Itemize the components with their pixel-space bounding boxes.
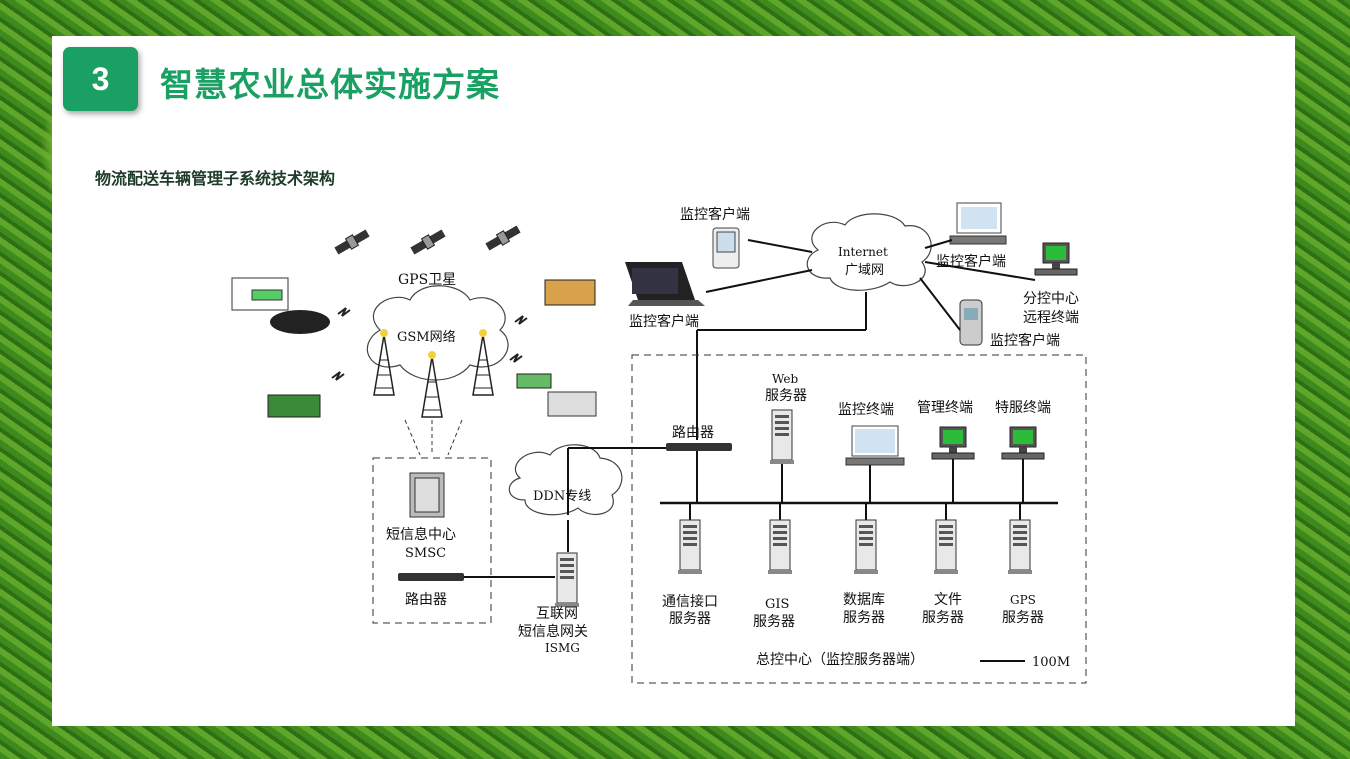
router-left-icon xyxy=(398,573,464,581)
satellite-icon xyxy=(484,225,522,251)
gps-server-icon xyxy=(1007,519,1033,575)
gis-server-icon xyxy=(767,519,793,575)
router-main-label: 路由器 xyxy=(672,425,714,441)
satellite-icon xyxy=(409,229,447,255)
web-server-icon xyxy=(769,409,795,465)
database-server-label-1: 数据库 xyxy=(843,592,885,608)
wan-label: 广域网 xyxy=(845,263,884,278)
satellite-icon xyxy=(333,229,371,255)
monitor-terminal-label: 监控终端 xyxy=(838,402,894,418)
control-center-label: 总控中心（监控服务器端） xyxy=(756,652,924,668)
web-label-1: Web xyxy=(772,372,798,386)
ismg-label-1: 互联网 xyxy=(536,606,578,622)
smsc-code-label: SMSC xyxy=(405,546,446,561)
gps-satellite-label: GPS卫星 xyxy=(398,272,456,288)
branch-center-label-1: 分控中心 xyxy=(1023,291,1079,307)
internet-label: Internet xyxy=(838,245,888,259)
mobile-phone-icon xyxy=(959,299,983,346)
smsc-group xyxy=(372,457,492,624)
ddn-cloud xyxy=(508,444,623,516)
ismg-server-icon xyxy=(554,552,580,608)
comm-server-label-2: 服务器 xyxy=(669,611,711,627)
page-title: 智慧农业总体实施方案 xyxy=(160,65,500,104)
remote-terminal-icon xyxy=(1034,242,1078,276)
database-server-icon xyxy=(853,519,879,575)
branch-center-label-2: 远程终端 xyxy=(1023,310,1079,326)
special-terminal-icon xyxy=(1001,426,1045,460)
internet-cloud xyxy=(806,213,932,291)
gis-server-label-1: GIS xyxy=(765,597,789,612)
comm-server-icon xyxy=(677,519,703,575)
router-main-icon xyxy=(666,443,732,451)
minibus-icon xyxy=(547,391,597,417)
manage-terminal-icon xyxy=(931,426,975,460)
control-center-group xyxy=(631,354,1087,684)
car-icon xyxy=(270,310,330,334)
special-terminal-label: 特服终端 xyxy=(995,400,1051,416)
page-subtitle: 物流配送车辆管理子系统技术架构 xyxy=(95,169,336,188)
manage-terminal-label: 管理终端 xyxy=(917,400,973,416)
handheld-terminal-icon xyxy=(516,373,552,389)
client-left-label: 监控客户端 xyxy=(629,313,699,330)
client-right2-label: 监控客户端 xyxy=(990,332,1060,349)
gis-server-label-2: 服务器 xyxy=(753,614,795,630)
bandwidth-label: 100M xyxy=(1032,655,1070,670)
gsm-network-label: GSM网络 xyxy=(397,329,456,345)
client-top-label: 监控客户端 xyxy=(680,206,750,223)
database-server-label-2: 服务器 xyxy=(843,610,885,626)
gps-server-label-2: 服务器 xyxy=(1002,610,1044,626)
gsm-cloud xyxy=(367,285,509,381)
ddn-label: DDN专线 xyxy=(533,489,591,504)
van-icon xyxy=(544,279,596,306)
gps-server-label-1: GPS xyxy=(1010,593,1036,607)
ismg-label-3: ISMG xyxy=(545,641,580,655)
truck-icon xyxy=(267,394,321,418)
comm-server-label-1: 通信接口 xyxy=(662,593,718,610)
file-server-label-1: 文件 xyxy=(934,592,962,608)
file-server-label-2: 服务器 xyxy=(922,610,964,626)
router-left-label: 路由器 xyxy=(405,592,447,608)
file-server-icon xyxy=(933,519,959,575)
client-right1-label: 监控客户端 xyxy=(936,253,1006,270)
ismg-label-2: 短信息网关 xyxy=(518,623,588,640)
content-panel xyxy=(52,36,1295,726)
section-number-badge: 3 xyxy=(63,47,138,111)
web-label-2: 服务器 xyxy=(765,388,807,404)
smsc-label: 短信息中心 xyxy=(386,526,456,543)
